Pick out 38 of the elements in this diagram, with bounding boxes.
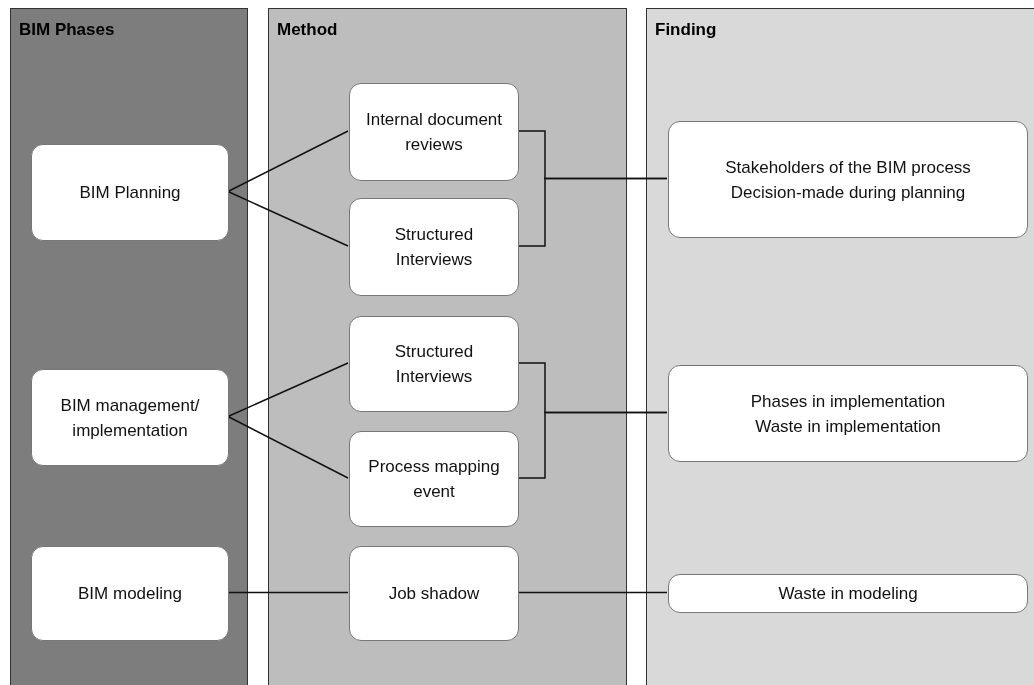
- box-text: BIM modeling: [78, 583, 182, 605]
- connector-line: [227, 130, 349, 193]
- box-text: Waste in implementation: [755, 415, 941, 438]
- column-band: [646, 8, 1034, 685]
- box-text: Structured Interviews: [393, 224, 475, 271]
- process-box: [349, 316, 519, 412]
- process-box: [668, 574, 1028, 613]
- box-text: Process mapping event: [367, 456, 501, 503]
- process-box: [349, 546, 519, 641]
- box-text: Job shadow: [388, 583, 480, 605]
- process-box: [31, 546, 229, 641]
- process-box: [31, 144, 229, 241]
- column-heading: Method: [277, 19, 338, 41]
- column-heading: BIM Phases: [19, 19, 115, 41]
- connector-line: [517, 177, 668, 247]
- process-box: [668, 365, 1028, 462]
- process-box: [349, 198, 519, 296]
- connector-line: [227, 362, 349, 418]
- process-box: [349, 83, 519, 181]
- connector-line: [517, 411, 668, 479]
- column-heading: Finding: [655, 19, 717, 41]
- box-text: BIM management/ implementation: [59, 394, 201, 442]
- box-text: Phases in implementation: [750, 390, 946, 413]
- process-box: [31, 369, 229, 466]
- process-box: [349, 431, 519, 527]
- box-text: Stakeholders of the BIM process: [725, 156, 971, 179]
- connector-line: [227, 591, 349, 594]
- connector-line: [517, 591, 668, 594]
- column-band: [268, 8, 627, 685]
- box-text: Waste in modeling: [778, 583, 918, 605]
- box-text: Internal document reviews: [364, 109, 504, 156]
- connector-line: [227, 415, 349, 479]
- process-box: [668, 121, 1028, 238]
- box-text: Decision-made during planning: [730, 181, 966, 204]
- box-text: Structured Interviews: [393, 341, 475, 388]
- column-band: [10, 8, 248, 685]
- box-text: BIM Planning: [79, 182, 181, 204]
- connector-line: [227, 190, 349, 247]
